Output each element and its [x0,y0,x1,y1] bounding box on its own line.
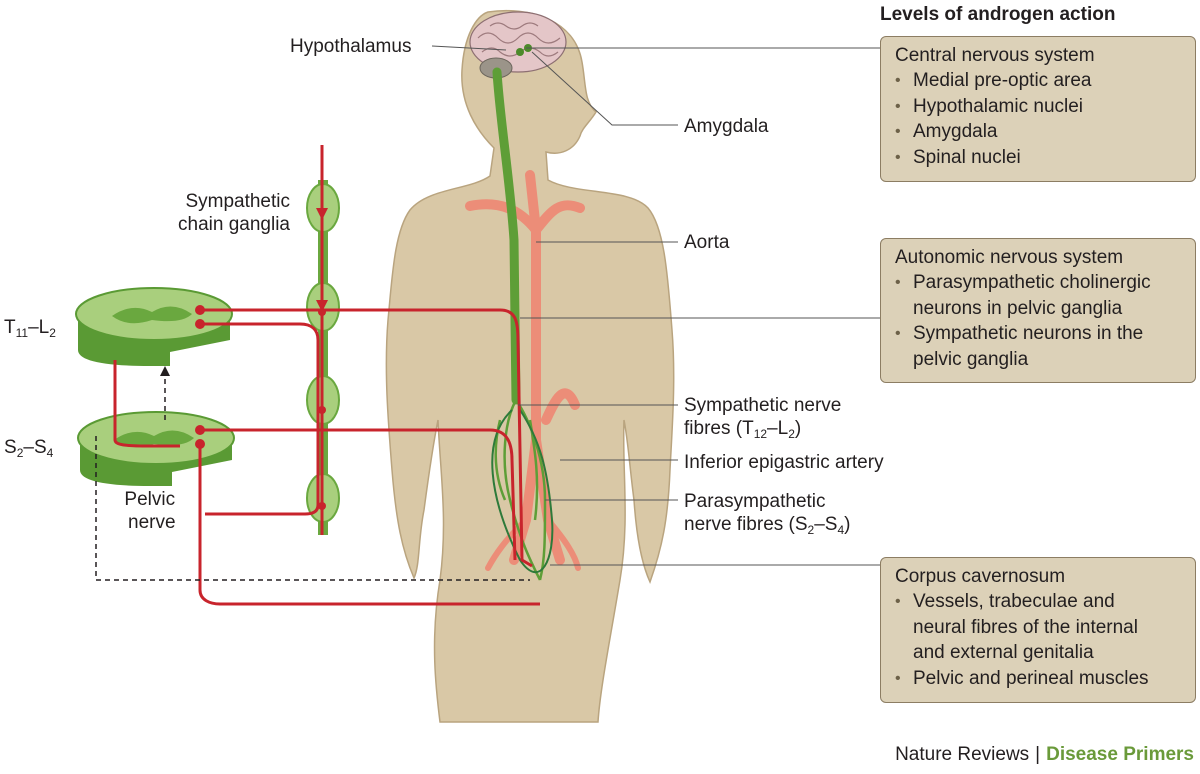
label-t11-l2: T11–L2 [4,316,56,339]
footer-series: Disease Primers [1046,744,1194,765]
box-ans-list: Parasympathetic cholinergic neurons in p… [895,270,1183,372]
box-ans-item-cont: neurons in pelvic ganglia [913,297,1123,319]
label-parasymp-line1: Parasympathetic [684,491,826,512]
s2-s4-part-a: S [4,437,17,458]
s2-s4-part-b: –S [23,437,47,458]
t11-l2-part-a: T [4,317,16,338]
dashed-arrowhead [160,366,170,376]
label-amygdala: Amygdala [684,116,769,137]
label-parasymp-line2: nerve fibres (S2–S4) [684,513,851,536]
dashed-feedback-path [95,372,530,581]
label-pelvic-nerve: Pelvic nerve [124,488,176,534]
box-ans-item: Sympathetic neurons in the [895,321,1183,347]
pelvic-loop [491,409,554,574]
label-inferior-epigastric: Inferior epigastric artery [684,452,884,473]
para-l2-sub2: 4 [837,523,845,537]
box-central-nervous-system: Central nervous system Medial pre-optic … [880,36,1196,182]
symp-l2-post: ) [794,418,802,439]
box-cc-item-cont: and external genitalia [913,642,1094,663]
t11-l2-sub-b: 2 [49,326,56,340]
hypothalamus-marker [516,48,524,56]
footer-credit: Nature Reviews|Disease Primers [895,744,1194,766]
label-parasympathetic-fibres: Parasympathetic nerve fibres (S2–S4) [684,490,851,536]
label-sympathetic-chain-line2: chain ganglia [178,214,290,235]
box-cns-item: Amygdala [895,119,1183,145]
footer-separator: | [1035,744,1041,765]
symp-l2-sub1: 12 [753,427,768,441]
spinal-segment-s2-s4 [77,411,235,486]
spinal-segment-t11-l2 [75,287,233,366]
s2-s4-sub-a: 2 [16,446,24,460]
box-ans-title: Autonomic nervous system [895,247,1124,268]
box-cc-title: Corpus cavernosum [895,566,1066,587]
label-sympathetic-chain-line1: Sympathetic [185,191,290,212]
box-autonomic-nervous-system: Autonomic nervous system Parasympathetic… [880,238,1196,383]
box-ans-item-cont: pelvic ganglia [913,348,1029,370]
box-cns-title: Central nervous system [895,45,1095,66]
label-hypothalamus: Hypothalamus [290,36,412,57]
box-cns-list: Medial pre-optic area Hypothalamic nucle… [895,68,1183,170]
symp-l2-pre: fibres (T [684,418,754,439]
label-sympathetic-fibres: Sympathetic nerve fibres (T12–L2) [684,394,841,440]
label-symp-fibres-line1: Sympathetic nerve [684,395,842,416]
symp-l2-sub2: 2 [788,427,795,441]
t11-l2-sub-a: 11 [15,326,29,340]
label-s2-s4: S2–S4 [4,436,53,459]
para-l2-sub1: 2 [807,523,815,537]
para-l2-pre: nerve fibres (S [684,514,808,535]
box-cc-item: Pelvic and perineal muscles [895,666,1183,692]
footer-journal: Nature Reviews [895,744,1030,765]
box-cc-item-cont: neural fibres of the internal [913,616,1138,638]
pelvic-fibres [494,399,547,581]
label-pelvic-line2: nerve [128,512,176,533]
spinal-cord [492,67,521,405]
label-symp-fibres-line2: fibres (T12–L2) [684,417,841,440]
t11-l2-part-b: –L [28,317,50,338]
leader-lines [431,45,880,566]
brain [469,11,567,73]
label-pelvic-line1: Pelvic [124,489,176,510]
body-silhouette [385,9,675,723]
red-arrowheads [195,208,328,510]
levels-heading: Levels of androgen action [880,4,1116,25]
box-cns-item: Hypothalamic nuclei [895,94,1183,120]
box-cns-item: Medial pre-optic area [895,68,1183,94]
symp-l2-mid: –L [767,418,789,439]
para-l2-post: ) [844,514,851,535]
s2-s4-sub-b: 4 [46,446,54,460]
box-ans-item: Parasympathetic cholinergic [895,270,1183,296]
box-cc-item: Vessels, trabeculae and [895,589,1183,615]
red-nerve-pathways [113,145,540,606]
box-cc-list: Vessels, trabeculae and neural fibres of… [895,589,1183,691]
box-cns-item: Spinal nuclei [895,145,1183,171]
label-aorta: Aorta [684,232,730,253]
box-corpus-cavernosum: Corpus cavernosum Vessels, trabeculae an… [880,557,1196,703]
para-l2-mid: –S [814,514,838,535]
label-sympathetic-chain: Sympathetic chain ganglia [178,190,290,236]
